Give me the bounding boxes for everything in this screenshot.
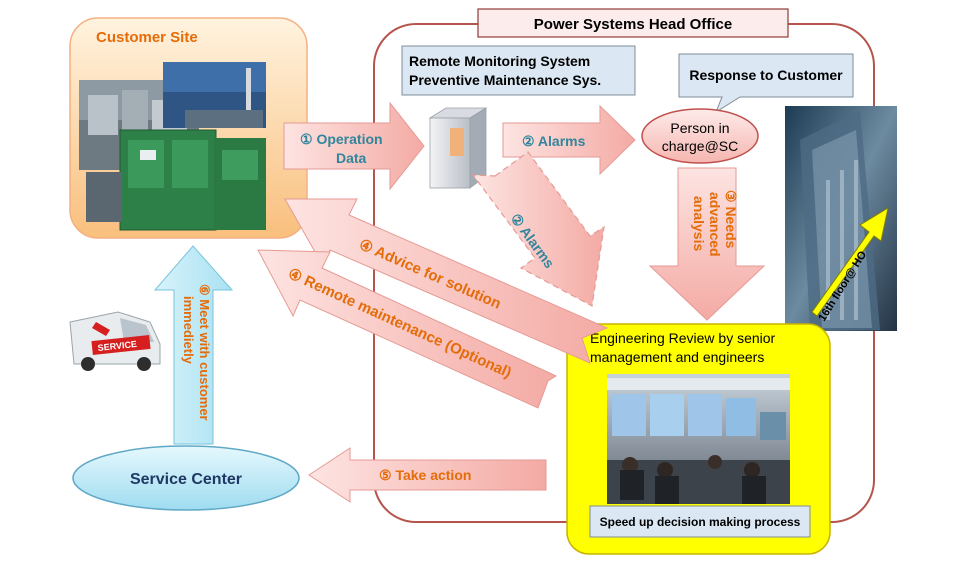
- service-center-node: [72, 445, 300, 511]
- service-van-icon: [69, 311, 161, 371]
- remote-monitoring-box: [401, 45, 636, 96]
- remote-maintenance-arrow: [257, 249, 558, 409]
- person-line2: charge@SC: [662, 138, 738, 154]
- needs-analysis-line1: ③ Needs: [723, 190, 739, 249]
- decision-caption-box: [589, 505, 811, 538]
- alarms-right-label: ② Alarms: [522, 133, 586, 149]
- person-in-charge-node: [641, 108, 759, 164]
- decision-caption: Speed up decision making process: [600, 515, 801, 529]
- head-office-title-box: [477, 8, 789, 38]
- engineering-line1: Engineering Review by senior: [590, 330, 776, 346]
- engineering-line2: management and engineers: [590, 349, 764, 365]
- needs-analysis-arrow: [648, 167, 766, 321]
- server-icon: [428, 107, 488, 189]
- meet-customer-line1: ⑥ Meet with customer: [197, 284, 212, 421]
- engineering-room-photo: [607, 374, 790, 504]
- service-center-label: Service Center: [130, 471, 242, 488]
- response-callout-text: Response to Customer: [689, 67, 843, 83]
- response-callout: [678, 53, 854, 114]
- customer-site-title: Customer Site: [96, 29, 198, 46]
- floor-arrow: [811, 206, 889, 317]
- remote-monitoring-line1: Remote Monitoring System: [409, 53, 590, 69]
- meet-customer-arrow: [153, 245, 234, 445]
- operation-data-arrow: [283, 101, 425, 191]
- take-action-label: ⑤ Take action: [379, 467, 471, 483]
- meet-customer-line2: immedietly: [181, 296, 196, 365]
- needs-analysis-line2: advanced: [707, 192, 723, 257]
- operation-data-line2: Data: [336, 150, 367, 166]
- alarms-diagonal-arrow: [471, 151, 605, 307]
- take-action-arrow: [308, 447, 547, 503]
- head-office-title: Power Systems Head Office: [534, 16, 732, 33]
- remote-monitoring-line2: Preventive Maintenance Sys.: [409, 72, 601, 88]
- needs-analysis-line3: analysis: [691, 196, 707, 251]
- person-line1: Person in: [670, 120, 729, 136]
- alarms-right-arrow: [502, 104, 636, 176]
- customer-site-photo: [79, 62, 266, 231]
- operation-data-line1: ① Operation: [300, 131, 383, 147]
- advice-arrow: [284, 198, 609, 364]
- service-van-text: SERVICE: [97, 339, 137, 353]
